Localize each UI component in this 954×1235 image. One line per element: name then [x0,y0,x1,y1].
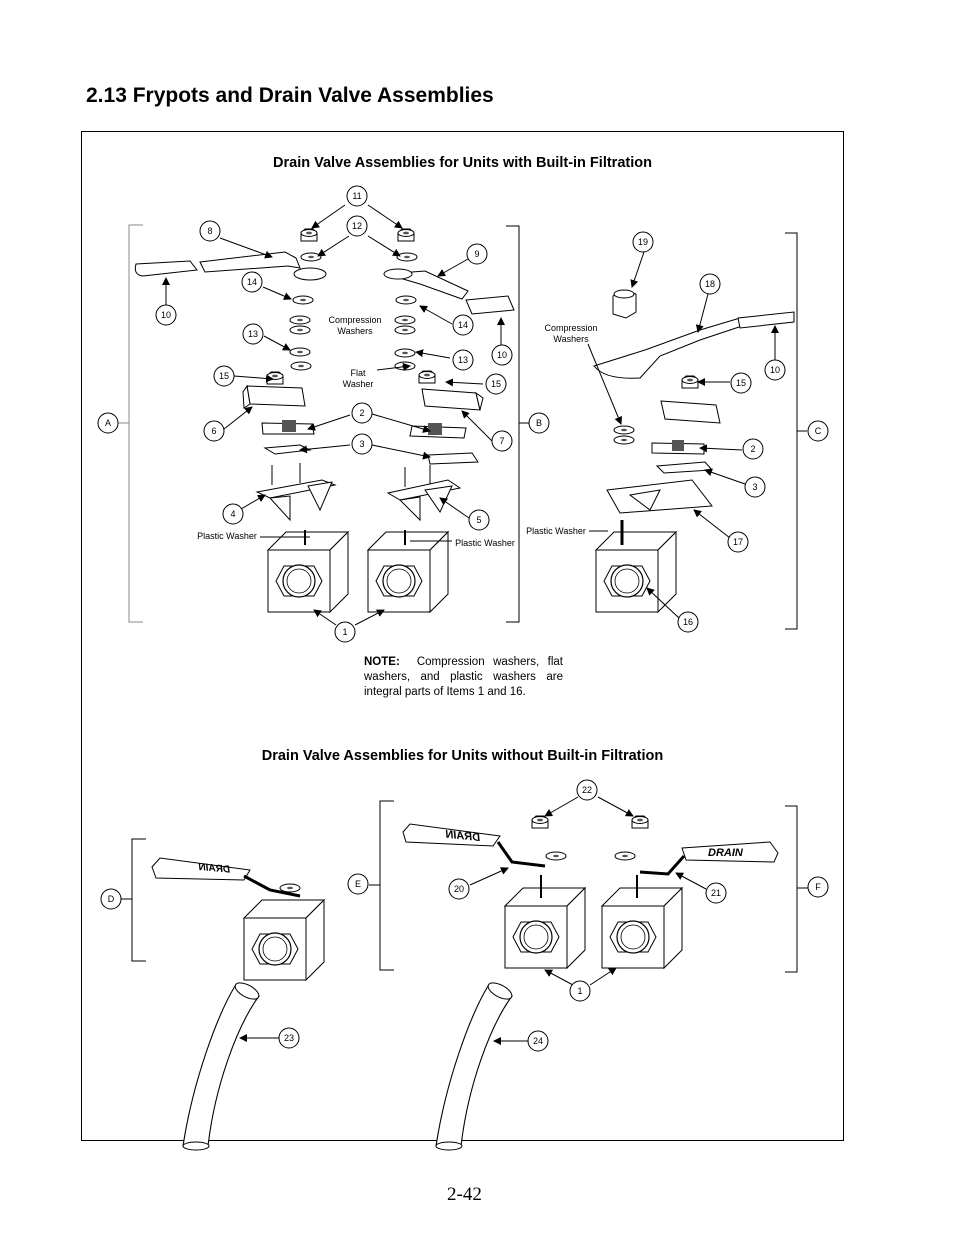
handle-text-e: DRAIN [444,828,481,844]
svg-text:1: 1 [577,986,582,996]
svg-text:D: D [108,894,115,904]
svg-text:3: 3 [359,439,364,449]
handle-text-f: DRAIN [708,847,744,859]
handle-text-d: DRAIN [197,862,230,876]
svg-text:12: 12 [352,221,362,231]
handle-grip-right [465,295,515,315]
label-plastic-washer-3: Plastic Washer [526,526,586,536]
svg-text:6: 6 [211,426,216,436]
page-number: 2-42 [447,1184,482,1205]
note-body: Compression washers, flat washers, and p… [364,656,564,698]
svg-text:15: 15 [736,378,746,388]
svg-text:8: 8 [207,226,212,236]
note-label: NOTE: [364,656,400,668]
bracket-e [379,800,394,971]
figure-frame: Drain Valve Assemblies for Units with Bu… [81,131,844,1141]
svg-text:9: 9 [474,249,479,259]
svg-text:14: 14 [247,277,257,287]
svg-text:7: 7 [499,436,504,446]
svg-text:18: 18 [705,279,715,289]
drain-handle-f [681,841,779,863]
drain-handle-e [402,823,501,847]
svg-text:23: 23 [284,1033,294,1043]
svg-text:10: 10 [161,310,171,320]
note-text: NOTE: Compression washers, flat washers,… [364,655,563,700]
handle-grip-left [134,260,198,277]
svg-text:2: 2 [359,408,364,418]
bracket-b [506,225,520,623]
svg-text:E: E [355,879,361,889]
svg-text:20: 20 [454,884,464,894]
svg-text:15: 15 [219,371,229,381]
bracket-d [131,838,146,962]
svg-text:F: F [815,882,821,892]
label-flat-washer-1: Flat [350,368,366,378]
drain-handle-d [151,857,251,881]
svg-text:24: 24 [533,1036,543,1046]
heading-with-filtration: Drain Valve Assemblies for Units with Bu… [273,155,652,171]
svg-text:14: 14 [458,320,468,330]
handle-left [199,251,301,273]
svg-text:1: 1 [342,627,347,637]
label-compression-washers-left-2: Washers [337,326,373,336]
bracket-c [785,232,798,630]
handle-18 [593,317,743,379]
svg-text:A: A [105,418,111,428]
svg-text:16: 16 [683,617,693,627]
svg-text:B: B [536,418,542,428]
svg-text:2: 2 [750,444,755,454]
section-title: 2.13 Frypots and Drain Valve Assemblies [86,84,494,107]
svg-text:11: 11 [352,191,361,201]
bracket-f [785,805,798,973]
svg-text:19: 19 [638,237,648,247]
heading-without-filtration: Drain Valve Assemblies for Units without… [261,748,664,764]
svg-text:10: 10 [770,365,780,375]
svg-text:C: C [815,426,822,436]
svg-text:4: 4 [230,509,235,519]
label-flat-washer-2: Washer [343,379,374,389]
grip-10 [737,311,795,329]
svg-text:3: 3 [752,482,757,492]
svg-text:15: 15 [491,379,501,389]
svg-text:10: 10 [497,350,507,360]
svg-text:5: 5 [476,515,481,525]
label-compression-washers-right-2: Washers [553,334,589,344]
label-plastic-washer-1: Plastic Washer [197,531,257,541]
svg-text:22: 22 [582,785,592,795]
svg-text:13: 13 [458,355,468,365]
label-compression-washers-right-1: Compression [544,323,597,333]
label-plastic-washer-2: Plastic Washer [455,538,515,548]
svg-text:13: 13 [248,329,258,339]
svg-text:21: 21 [711,888,721,898]
label-compression-washers-left-1: Compression [328,315,381,325]
svg-text:17: 17 [733,537,743,547]
bracket-a [128,224,143,623]
